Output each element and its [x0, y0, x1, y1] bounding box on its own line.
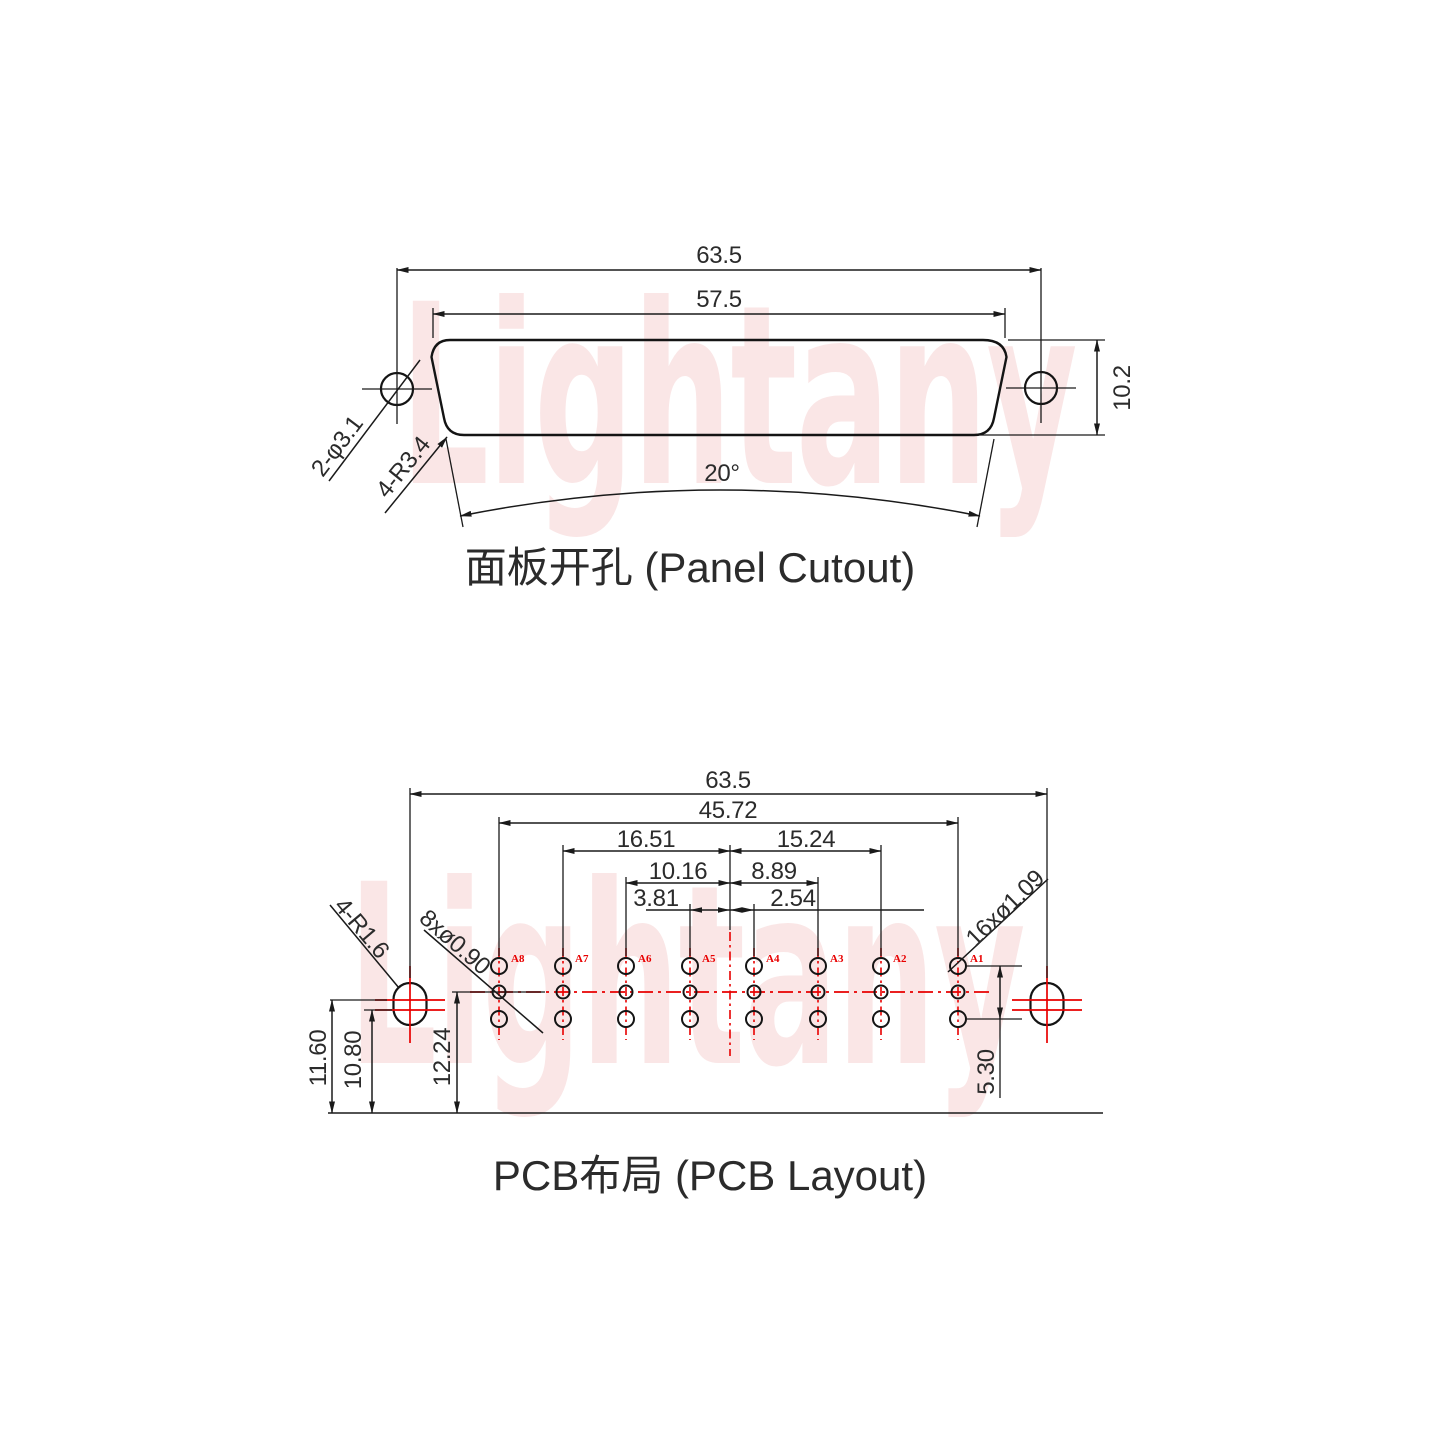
leader-label: 16xø1.09 — [961, 865, 1050, 952]
dim-panel-outer-width: 63.5 — [396, 242, 1042, 273]
shield-hole-top — [745, 957, 763, 975]
pin-label: A6 — [638, 953, 652, 965]
shield-hole-top — [617, 957, 635, 975]
dim-label: 15.24 — [777, 826, 836, 853]
leader-label: 8xø0.90 — [414, 904, 496, 980]
leader-label: 4-R1.6 — [329, 893, 395, 964]
panel-cutout-drawing: 63.5 57.5 10.2 20° — [306, 242, 1136, 591]
pin-label: A8 — [511, 953, 525, 965]
signal-pin — [810, 984, 826, 1000]
label-mount-slot-radius: 4-R1.6 — [329, 893, 400, 989]
signal-pin — [873, 984, 889, 1000]
panel-cutout-title: 面板开孔 (Panel Cutout) — [465, 544, 915, 591]
pin-label: A4 — [766, 953, 780, 965]
dim-label: 10.80 — [340, 1031, 367, 1090]
dim-a5-center-and-center-a4: 3.81 2.54 — [633, 885, 924, 956]
dim-label: 8.89 — [751, 858, 797, 885]
shield-hole-top — [681, 957, 699, 975]
dim-label: 12.24 — [429, 1028, 456, 1087]
dim-label: 11.60 — [305, 1030, 332, 1087]
pin-column-a4 — [745, 948, 763, 1040]
pcb-layout-title: PCB布局 (PCB Layout) — [493, 1152, 927, 1199]
pin-label: A5 — [702, 953, 716, 965]
pin-column-a3 — [809, 948, 827, 1040]
pcb-layout-drawing: A8 A7 A6 A5 A4 A3 A2 A1 — [305, 767, 1103, 1199]
dim-label: 20° — [704, 460, 739, 487]
shield-hole-top — [872, 957, 890, 975]
signal-pin — [950, 984, 966, 1000]
dim-panel-cutout-width: 57.5 — [432, 286, 1006, 338]
dim-a7-center-and-center-a2: 16.51 15.24 — [562, 826, 882, 956]
label-signal-holes: 8xø0.90 — [414, 904, 544, 1034]
pin-label: A2 — [893, 953, 907, 965]
dim-pin-span: 45.72 — [498, 797, 959, 956]
dim-label: 3.81 — [633, 885, 679, 912]
panel-mount-hole-right — [1006, 268, 1076, 423]
dim-label: 10.16 — [649, 858, 708, 885]
dim-panel-cutout-height: 10.2 — [980, 339, 1136, 436]
dim-panel-angle: 20° — [445, 438, 995, 528]
signal-pin — [746, 984, 762, 1000]
dim-label: 63.5 — [705, 767, 751, 794]
label-panel-corner-radius: 4-R3.4 — [371, 432, 448, 514]
pin-label: A1 — [970, 953, 983, 965]
pin-column-a5 — [681, 948, 699, 1040]
pin-column-a2 — [872, 948, 890, 1040]
pin-labels: A8 A7 A6 A5 A4 A3 A2 A1 — [511, 953, 983, 965]
leader-label: 4-R3.4 — [371, 432, 436, 504]
shield-hole-top — [809, 957, 827, 975]
shield-hole-bottom — [745, 1010, 763, 1028]
pin-column-a7 — [554, 948, 572, 1040]
pin-label: A3 — [830, 953, 844, 965]
shield-hole-bottom — [617, 1010, 635, 1028]
pin-column-a6 — [617, 948, 635, 1040]
pin-label: A7 — [575, 953, 589, 965]
signal-pin — [682, 984, 698, 1000]
dim-label: 63.5 — [696, 242, 742, 269]
leader-label: 2-φ3.1 — [306, 411, 369, 482]
dim-pcb-mount-span: 63.5 — [409, 767, 1048, 978]
pin-columns — [490, 948, 967, 1040]
dim-label: 5.30 — [973, 1049, 1000, 1095]
signal-pin — [618, 984, 634, 1000]
dim-label: 10.2 — [1109, 365, 1136, 411]
dim-shield-hole-span: 5.30 — [966, 965, 1022, 1098]
dim-label: 45.72 — [699, 797, 758, 824]
dim-label: 2.54 — [770, 885, 816, 912]
dim-mount-height-2: 10.80 — [340, 1009, 392, 1114]
dim-label: 57.5 — [696, 286, 742, 313]
shield-hole-bottom — [809, 1010, 827, 1028]
pcb-mount-slot-right — [1012, 966, 1082, 1043]
panel-mount-hole-left — [362, 268, 432, 424]
dim-axis-height: 12.24 — [429, 991, 545, 1114]
dim-label: 16.51 — [617, 826, 676, 853]
shield-hole-bottom — [490, 1010, 508, 1028]
panel-cutout-outline — [430, 338, 1008, 437]
label-shield-holes: 16xø1.09 — [947, 865, 1050, 973]
shield-hole-bottom — [872, 1010, 890, 1028]
dim-mount-height: 11.60 — [305, 999, 387, 1114]
dim-a6-center-and-center-a3: 10.16 8.89 — [625, 858, 819, 956]
signal-pin — [555, 984, 571, 1000]
shield-hole-bottom — [681, 1010, 699, 1028]
shield-hole-top — [554, 957, 572, 975]
watermark-text: Lightany — [348, 831, 1026, 1122]
shield-hole-bottom — [554, 1010, 572, 1028]
shield-hole-top — [490, 957, 508, 975]
